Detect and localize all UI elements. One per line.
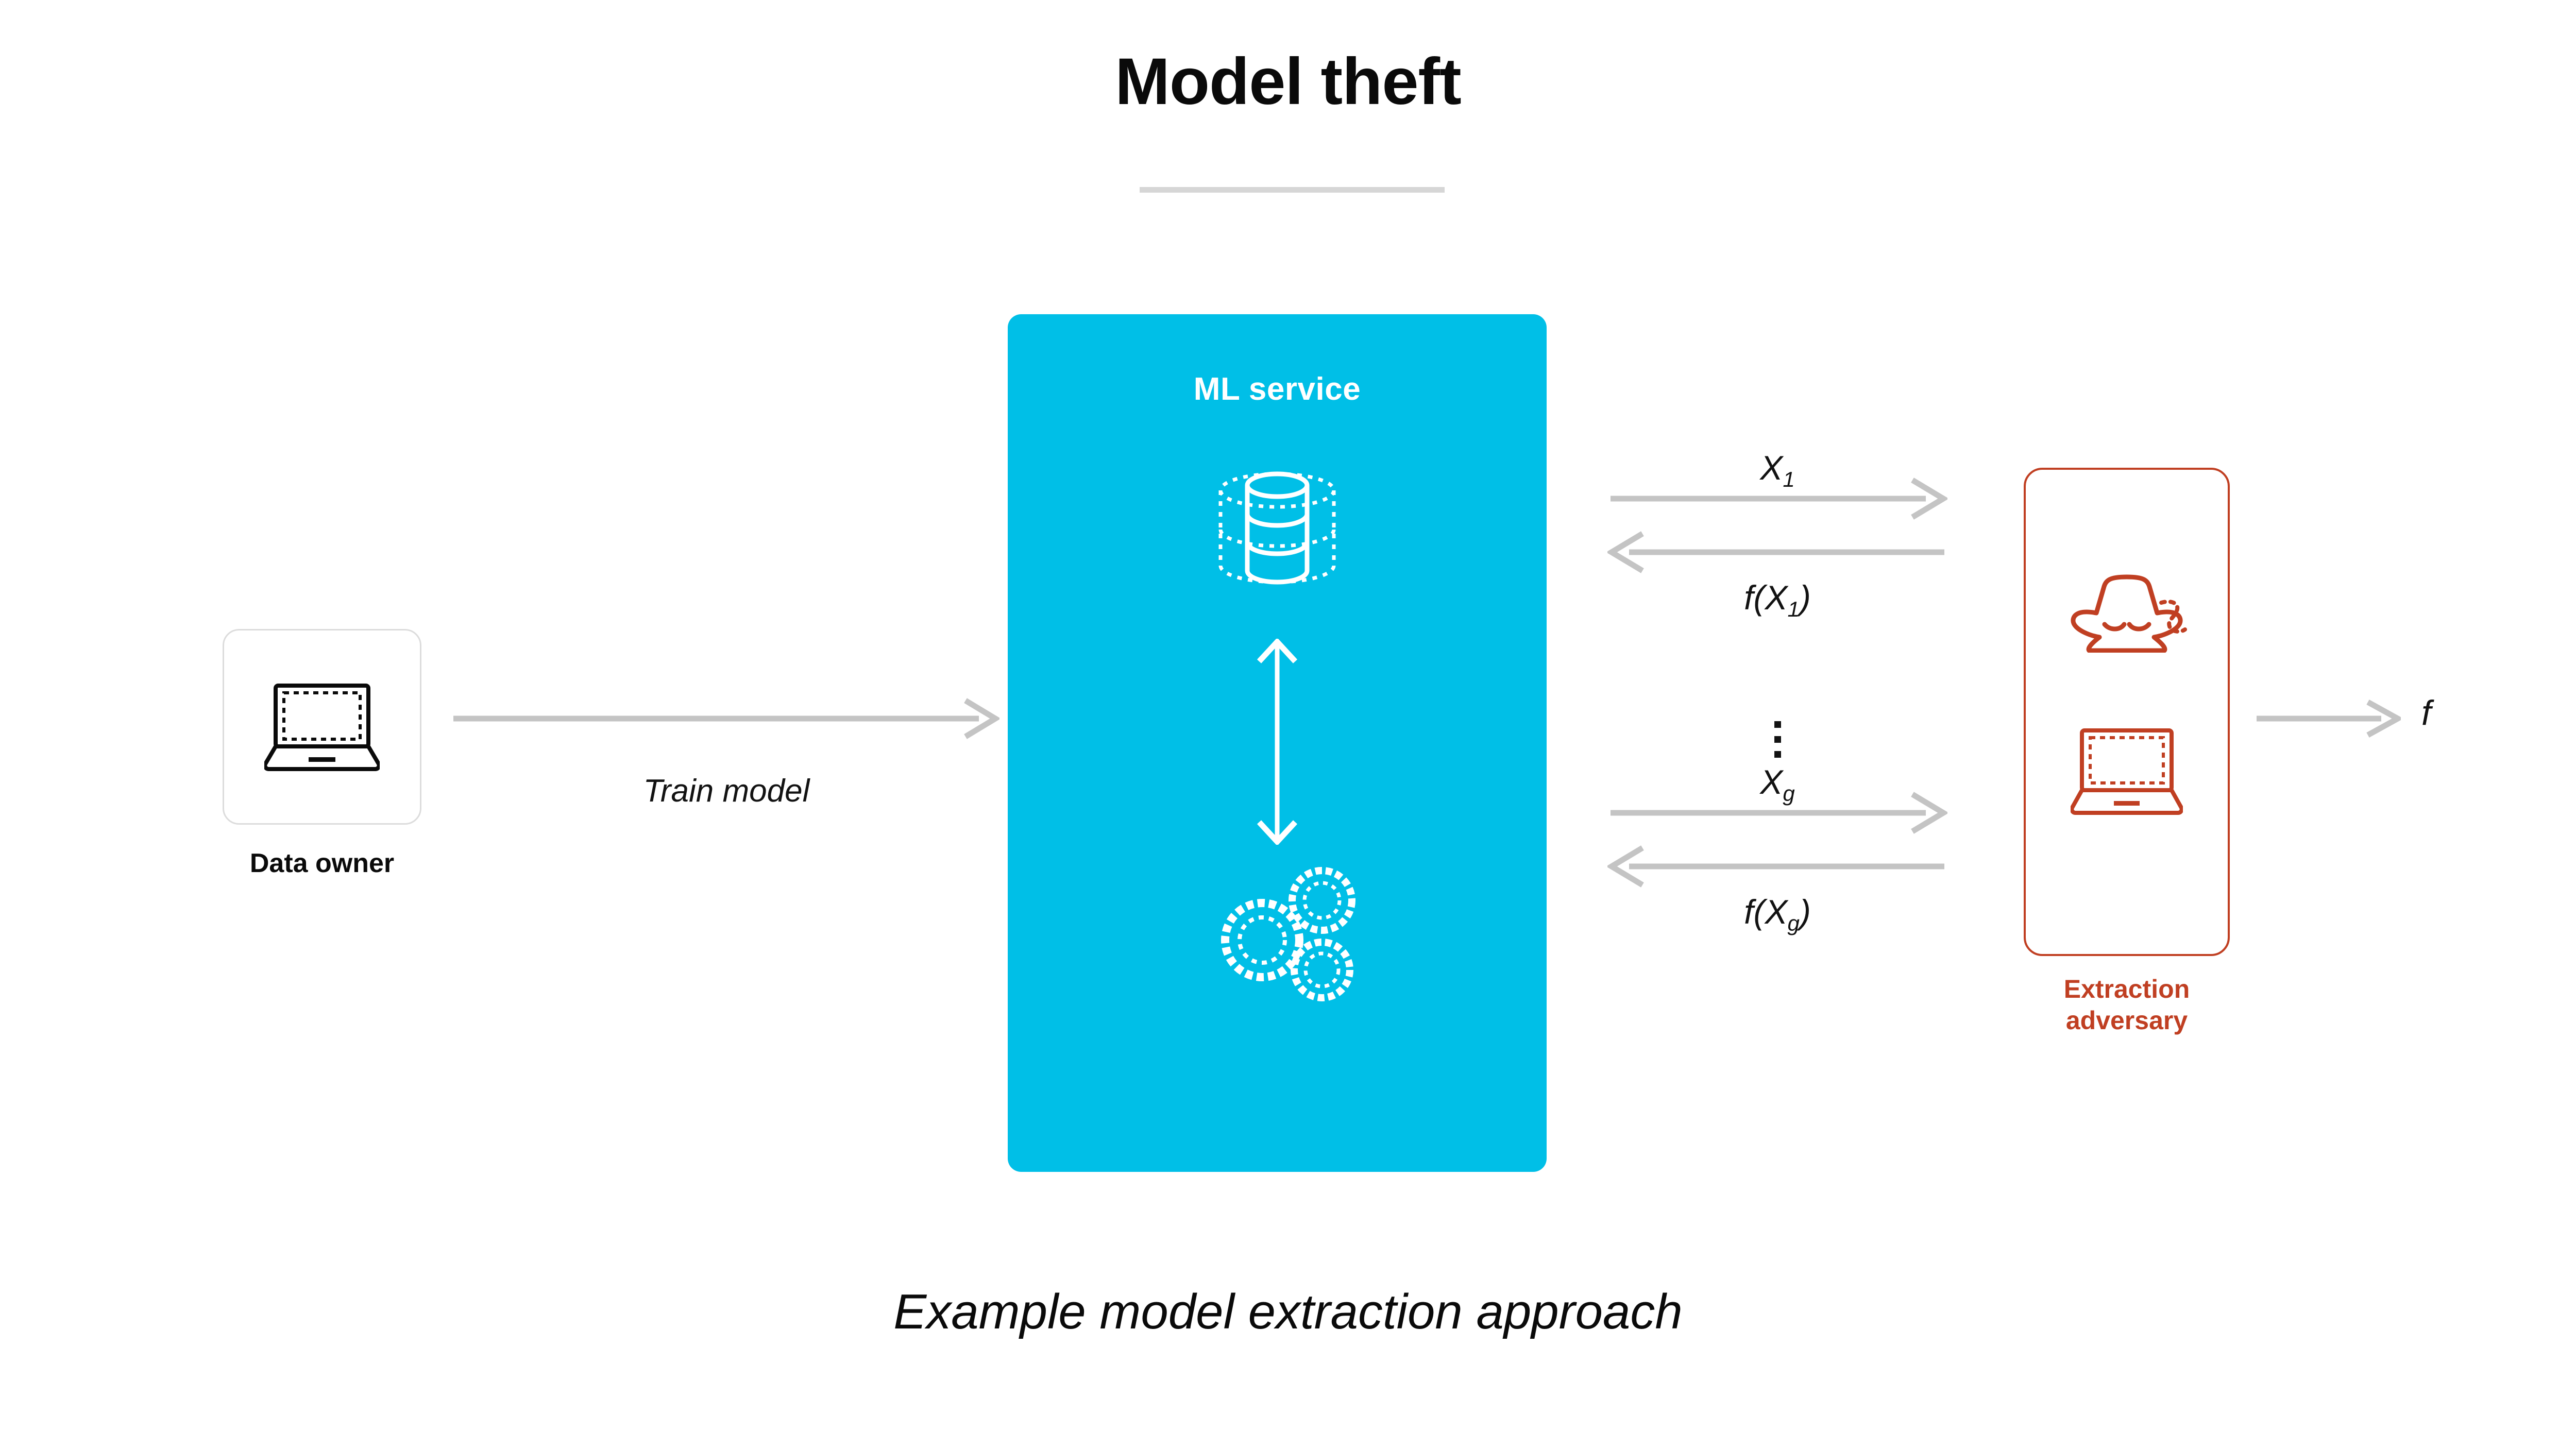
exchange-pair-g: Xg f(Xg) xyxy=(1607,763,1947,948)
data-owner-card xyxy=(223,629,421,825)
figure-caption: Example model extraction approach xyxy=(893,1284,1683,1339)
train-model-label: Train model xyxy=(643,773,810,809)
gears-icon xyxy=(1221,867,1355,1001)
extraction-adversary-label: Extraction adversary xyxy=(1998,974,2256,1036)
page-title: Model theft xyxy=(1115,45,1462,118)
ml-service-box: ML service xyxy=(1008,314,1547,1172)
exchange-response-label-g: f(Xg) xyxy=(1744,893,1811,936)
exchange-query-label-g: Xg xyxy=(1760,763,1795,806)
laptop-icon xyxy=(264,684,380,771)
output-arrow xyxy=(2257,700,2401,738)
train-model-arrow xyxy=(453,698,999,739)
exchange-arrows-g xyxy=(1607,792,1947,888)
spy-hat-icon xyxy=(2071,574,2187,653)
double-arrow-vertical-icon xyxy=(1257,639,1298,845)
laptop-icon xyxy=(2071,728,2183,815)
exchange-query-label-1: X1 xyxy=(1760,449,1795,492)
data-owner-label: Data owner xyxy=(249,848,395,878)
ml-service-title: ML service xyxy=(1193,371,1361,407)
vertical-ellipsis-icon xyxy=(1607,721,1947,766)
extraction-adversary-card xyxy=(2024,468,2230,956)
output-model-label: f xyxy=(2421,693,2431,732)
database-cylinder-icon xyxy=(1218,471,1336,585)
exchange-pair-1: X1 f(X1) xyxy=(1607,449,1947,634)
exchange-response-label-1: f(X1) xyxy=(1744,578,1811,622)
adversary-label-line2: adversary xyxy=(2065,1006,2188,1035)
exchange-arrows-1 xyxy=(1607,478,1947,573)
adversary-label-line1: Extraction xyxy=(2063,975,2190,1003)
title-divider xyxy=(1140,187,1445,193)
